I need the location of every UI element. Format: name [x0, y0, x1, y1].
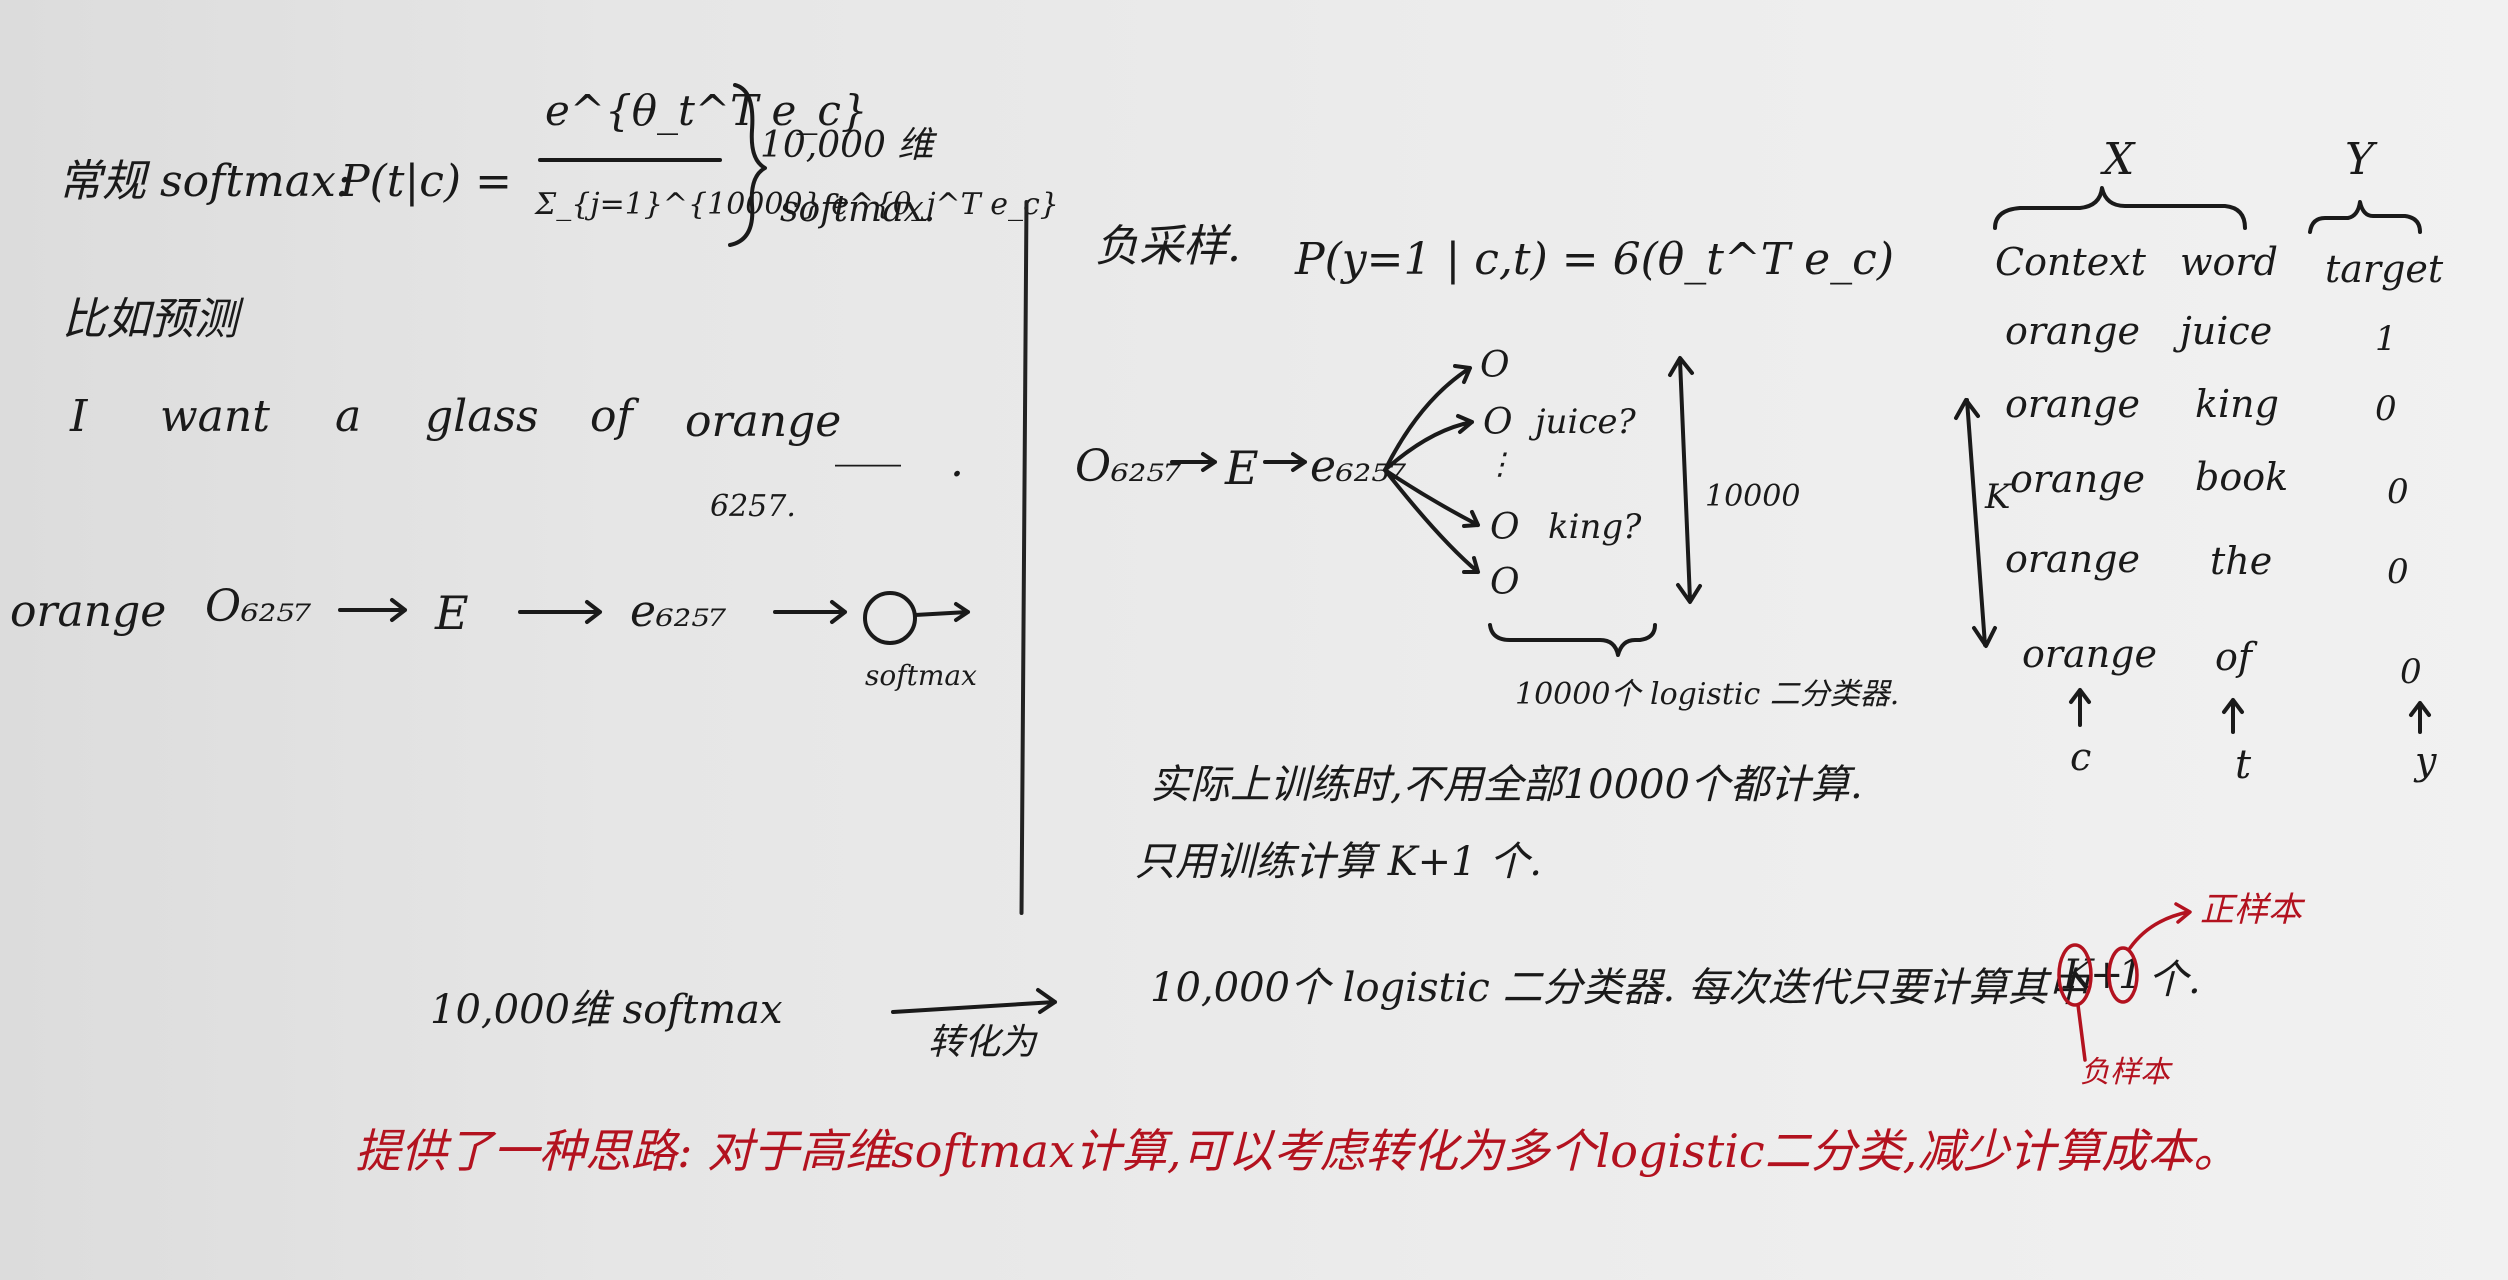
y-brace	[2308, 200, 2422, 234]
classifier-note: 10000个 logistic 二分类器.	[1515, 677, 1900, 712]
softmax-denominator: Σ_{j=1}^{10000} e^{θ_j^T e_c}	[535, 187, 1059, 222]
arrow-icon	[1170, 452, 1217, 472]
neg-sampling-formula: P(y=1 | c,t) = 6(θ_t^T e_c)	[1295, 234, 1894, 285]
table-cell: book	[2195, 455, 2289, 499]
training-note-2: 只用训练计算 K+1 个.	[1135, 839, 1542, 885]
pipeline-onehot: O₆₂₅₇	[205, 581, 312, 632]
kplus1-one: 1	[2118, 952, 2144, 998]
up-arrow-icon	[2222, 698, 2244, 734]
brace-note-dim: 10,000 维	[760, 125, 934, 166]
sentence-word: a	[335, 391, 362, 442]
neg-pipeline-onehot: O₆₂₅₇	[1075, 441, 1182, 492]
up-arrow-icon	[2409, 701, 2431, 734]
up-arrow-icon	[2069, 688, 2091, 727]
arrow-label: 转化为	[928, 1022, 1037, 1063]
output-count: 10000	[1705, 479, 1801, 514]
neg-sampling-label: 负采样.	[1095, 221, 1241, 272]
table-cell: 0	[2387, 552, 2409, 592]
sentence-word: of	[590, 391, 633, 442]
bottom-label-c: c	[2070, 735, 2092, 779]
orange-index: 6257.	[710, 489, 796, 524]
softmax-node-label: softmax	[865, 659, 977, 692]
positive-sample-note: 正样本	[2200, 890, 2302, 930]
formula-brace	[728, 83, 767, 247]
transform-arrow-icon	[891, 988, 1057, 1014]
output-ellipsis: ⋮	[1485, 447, 1515, 482]
output-bracket	[1488, 623, 1657, 657]
bottom-label-y: y	[2415, 739, 2437, 783]
arrow-icon	[1383, 468, 1480, 574]
output-node: O	[1490, 507, 1520, 548]
table-cell: 0	[2387, 472, 2409, 512]
neg-pipeline-matrix: E	[1225, 441, 1259, 495]
kplus1-end: 个.	[2148, 957, 2201, 1003]
bottom-label-t: t	[2235, 742, 2252, 788]
table-cell: 1	[2375, 319, 2397, 359]
sentence-word: glass	[425, 391, 539, 442]
table-cell: orange	[2010, 457, 2145, 501]
arrow-icon	[913, 602, 970, 622]
output-node: O	[1490, 562, 1520, 603]
arrow-icon	[1383, 414, 1474, 472]
table-cell: 0	[2400, 652, 2422, 692]
softmax-node-icon	[863, 591, 917, 645]
pipeline-word: orange	[10, 586, 167, 637]
sentence-word: I	[70, 391, 88, 442]
softmax-label: 常规 softmax:	[58, 156, 351, 207]
k-label: K	[1985, 477, 2011, 517]
bottom-logistic-text: 10,000个 logistic 二分类器. 每次迭代只要计算其中	[1150, 965, 2088, 1011]
brace-note-softmax: softmax.	[780, 189, 936, 230]
header-target: target	[2325, 247, 2444, 291]
output-tag-juice: juice?	[1535, 402, 1636, 442]
conclusion-note: 提供了一种思路: 对于高维softmax计算,可以考虑转化为多个logistic…	[355, 1124, 2240, 1178]
table-cell: orange	[2005, 382, 2140, 426]
y-label: Y	[2345, 134, 2375, 185]
k-circle-icon	[2057, 943, 2093, 1007]
sentence-period: .	[950, 436, 964, 487]
table-cell: 0	[2375, 389, 2397, 429]
table-cell: the	[2210, 539, 2273, 583]
table-cell: orange	[2022, 632, 2157, 676]
training-note-1: 实际上训练时,不用全部10000个都计算.	[1150, 762, 1863, 808]
table-cell: orange	[2005, 537, 2140, 581]
k-double-arrow-icon	[1954, 398, 1997, 648]
arrow-icon	[1383, 364, 1472, 472]
negative-pointer-icon	[2076, 1003, 2087, 1062]
arrow-icon	[518, 600, 602, 624]
header-context: Context	[1995, 240, 2146, 284]
output-node: O	[1480, 345, 1510, 386]
table-cell: juice	[2180, 309, 2273, 353]
sentence-blank: ___	[835, 416, 901, 467]
pipeline-embedding: e₆₂₅₇	[630, 586, 727, 637]
output-tag-king: king?	[1548, 507, 1642, 547]
double-arrow-icon	[1668, 356, 1702, 604]
positive-pointer-icon	[2128, 902, 2192, 950]
x-label: X	[2103, 134, 2135, 185]
arrow-icon	[338, 598, 407, 622]
negative-sample-note: 负样本	[2080, 1055, 2170, 1090]
arrow-icon	[773, 600, 847, 624]
softmax-formula-lhs: P(t|c) =	[340, 156, 512, 207]
one-circle-icon	[2107, 946, 2139, 1004]
table-cell: orange	[2005, 309, 2140, 353]
arrow-icon	[1263, 452, 1307, 472]
bottom-softmax-text: 10,000维 softmax	[430, 987, 783, 1033]
sentence-word: want	[160, 391, 270, 442]
header-word: word	[2180, 240, 2278, 284]
predict-label: 比如预测	[62, 294, 238, 345]
table-cell: king	[2195, 382, 2279, 426]
pipeline-matrix: E	[435, 586, 469, 640]
table-cell: of	[2215, 635, 2252, 679]
x-brace	[1993, 186, 2247, 230]
output-node: O	[1483, 402, 1513, 443]
softmax-numerator: e^{θ_t^T e_c}	[545, 86, 868, 135]
arrow-icon	[1383, 468, 1480, 528]
kplus1-plus: +	[2090, 952, 2124, 998]
sentence-word: orange	[685, 396, 842, 447]
